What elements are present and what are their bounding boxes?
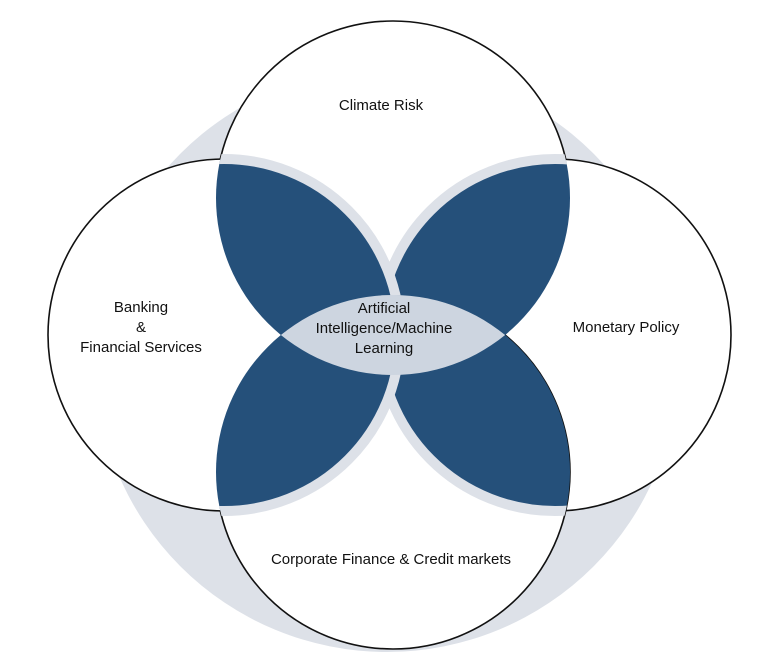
label-banking-line2: &	[135, 319, 146, 336]
label-climate-risk: Climate Risk	[338, 97, 424, 114]
label-monetary-policy: Monetary Policy	[572, 319, 680, 336]
label-banking-financial-services: Banking & Financial Services	[80, 298, 202, 358]
label-center-line1: Artificial	[357, 300, 411, 317]
label-center-line2: Intelligence/Machine	[315, 320, 453, 337]
label-banking-line1: Banking	[113, 299, 169, 316]
label-corporate-finance: Corporate Finance & Credit markets	[270, 551, 512, 568]
label-banking-line3: Financial Services	[80, 339, 202, 356]
label-center-line3: Learning	[354, 340, 414, 357]
label-ai-ml-center: Artificial Intelligence/Machine Learning	[316, 299, 453, 359]
center-region	[240, 295, 540, 375]
